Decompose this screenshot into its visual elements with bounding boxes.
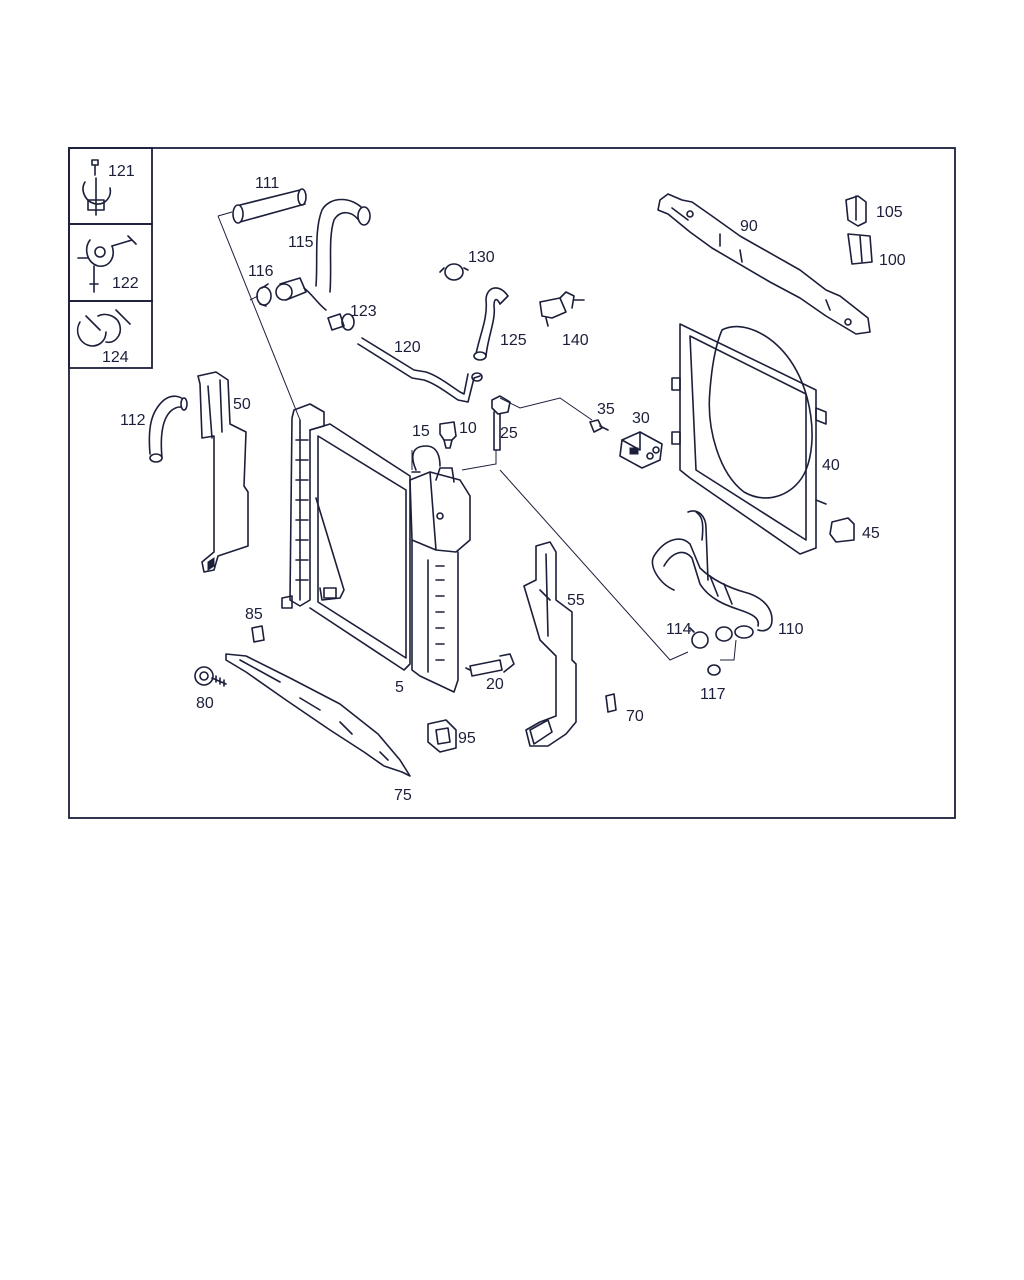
callout-25: 25 [500,425,518,442]
callout-30: 30 [632,410,650,427]
hose-end-110 [715,626,733,642]
switch-30 [619,431,663,469]
expansion-tank [409,467,471,693]
callout-100: 100 [879,252,906,269]
callout-85: 85 [245,606,263,623]
inset-boxes [68,147,153,369]
air-guide-55 [523,541,577,747]
radiator-5 [281,403,411,671]
hose-110 [651,510,773,639]
callout-75: 75 [394,787,412,804]
tee-connector-122-icon [77,235,137,293]
diagram-frame [68,147,956,819]
hose-15 [411,445,441,473]
callout-140: 140 [562,332,589,349]
sensor-25 [491,395,511,451]
callout-110: 110 [778,621,804,638]
callout-55: 55 [567,592,585,609]
panel-75 [225,653,411,777]
clip-121-icon [82,159,112,216]
hose-111 [232,188,307,224]
callout-70: 70 [626,708,644,725]
callout-50: 50 [233,396,251,413]
leader-lines [217,211,737,661]
clip-45 [829,517,855,543]
callout-5: 5 [395,679,404,696]
callout-10: 10 [459,420,477,437]
callout-125: 125 [500,332,527,349]
mount-95 [427,719,457,753]
callout-45: 45 [862,525,880,542]
callout-115: 115 [288,234,314,251]
clip-124-icon [76,309,131,347]
clamp-130 [439,263,469,281]
pipe-120 [357,337,483,403]
callout-130: 130 [468,249,495,266]
fan-shroud-40 [671,323,827,555]
callout-123: 123 [350,303,377,320]
hose-125 [473,287,509,361]
callout-80: 80 [196,695,214,712]
callout-95: 95 [458,730,476,747]
callout-124: 124 [102,349,129,366]
callout-112: 112 [120,412,146,429]
nut-85 [251,625,265,643]
pad-100 [847,233,873,265]
clamp-116 [256,283,272,307]
screw-80 [194,666,227,687]
callout-114: 114 [666,621,692,638]
callout-90: 90 [740,218,758,235]
callout-120: 120 [394,339,421,356]
clamp-114 [689,627,709,649]
bracket-90 [657,193,871,335]
hose-115 [275,198,371,311]
cap-10 [439,421,457,449]
air-guide-50 [197,371,249,573]
clamp-117 [707,664,721,676]
callout-40: 40 [822,457,840,474]
callout-15: 15 [412,423,430,440]
callout-35: 35 [597,401,615,418]
clamp-123 [327,313,355,331]
drain-plug-20 [465,653,515,677]
valve-140 [539,291,585,327]
callout-121: 121 [108,163,135,180]
clip-70 [605,693,617,713]
callout-105: 105 [876,204,903,221]
callout-117: 117 [700,686,726,703]
clip-105 [845,195,867,227]
callout-labels: 121 122 124 111 115 116 123 130 120 125 … [102,163,906,804]
callout-116: 116 [248,263,274,280]
callout-20: 20 [486,676,504,693]
sensor-35 [589,419,609,433]
callout-111: 111 [255,175,279,192]
hose-112 [148,395,188,463]
callout-122: 122 [112,275,139,292]
